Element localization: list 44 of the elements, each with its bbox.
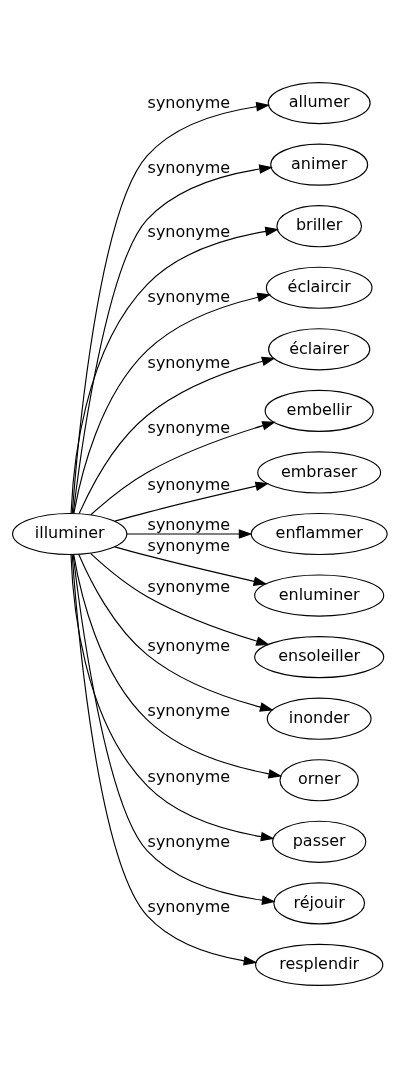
arrow — [72, 163, 273, 514]
node-ellipse: orner — [279, 758, 359, 801]
arrow — [78, 356, 276, 514]
node-ellipse: éclaircir — [265, 266, 373, 309]
arrow — [73, 292, 272, 514]
arrow — [71, 101, 270, 514]
node-ellipse: enflammer — [250, 512, 388, 555]
arrow — [71, 553, 258, 966]
node-ellipse: passer — [272, 820, 367, 863]
arrow — [114, 481, 270, 522]
arrow — [114, 545, 268, 586]
edge-label: synonyme — [147, 766, 231, 786]
arrow — [70, 553, 275, 841]
node-ellipse: embellir — [264, 389, 374, 432]
arrow — [70, 226, 279, 514]
edge-label: synonyme — [147, 635, 231, 655]
node-ellipse: animer — [270, 143, 369, 186]
edge-label: synonyme — [147, 831, 231, 851]
arrow — [90, 420, 276, 515]
node-ellipse: resplendir — [255, 943, 384, 986]
node-ellipse: inonder — [266, 697, 372, 740]
arrow — [72, 553, 276, 905]
node-ellipse: illuminer — [12, 512, 128, 555]
node-ellipse: embraser — [257, 450, 382, 494]
edge-label: synonyme — [147, 417, 231, 437]
arrow — [78, 553, 274, 712]
edge-label: synonyme — [147, 221, 231, 241]
edge-label: synonyme — [147, 474, 231, 494]
edge-label: synonyme — [147, 514, 231, 534]
arrow — [126, 528, 253, 539]
edge-label: synonyme — [147, 157, 231, 177]
edge-label: synonyme — [147, 352, 231, 372]
edge-label: synonyme — [147, 286, 231, 306]
node-ellipse: éclairer — [268, 327, 371, 370]
edge-label: synonyme — [147, 535, 231, 555]
arrow — [89, 552, 270, 646]
edge-label: synonyme — [147, 576, 231, 596]
edge-label: synonyme — [147, 699, 231, 719]
node-ellipse: réjouir — [273, 881, 366, 924]
edge-label: synonyme — [147, 896, 231, 916]
node-ellipse: briller — [276, 204, 363, 247]
arrow — [73, 553, 283, 779]
edge-label: synonyme — [147, 92, 231, 112]
node-ellipse: allumer — [267, 81, 371, 124]
